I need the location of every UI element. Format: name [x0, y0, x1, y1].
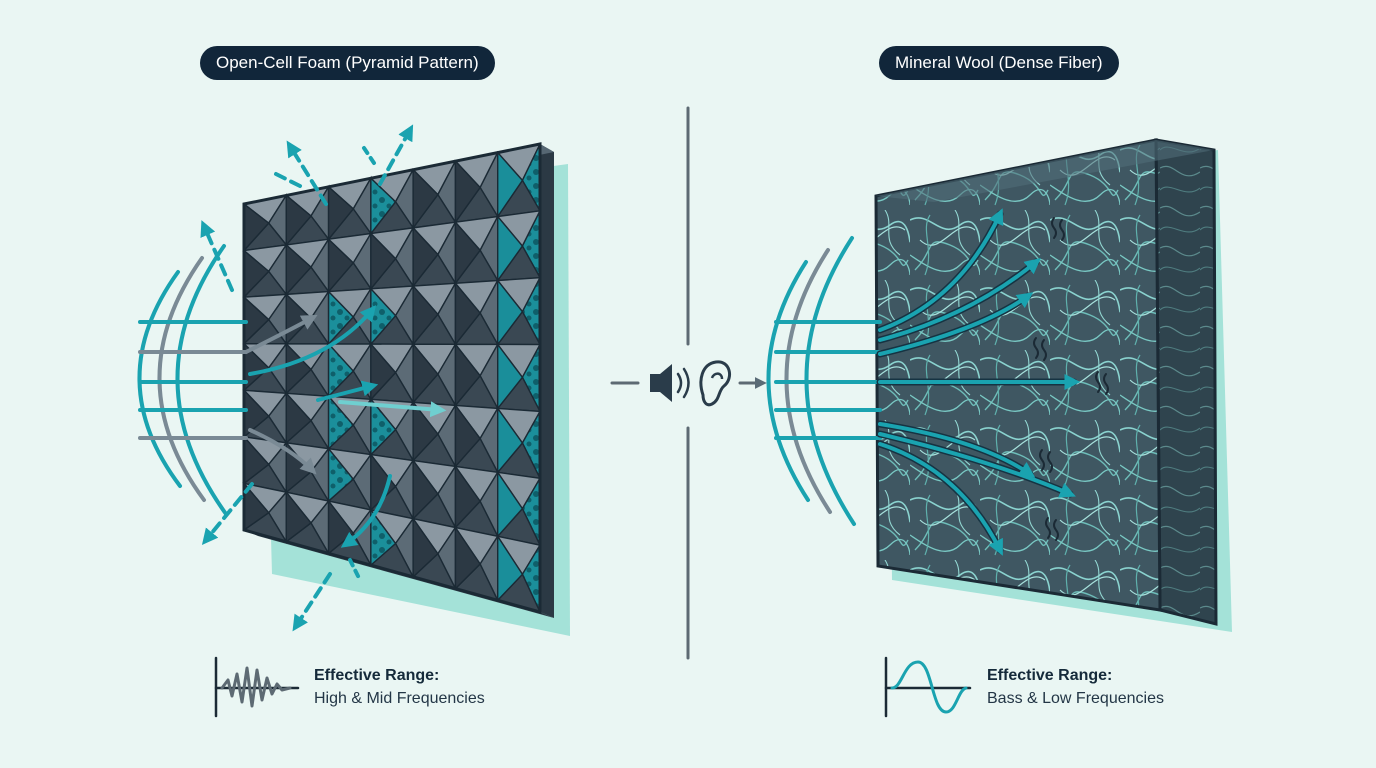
foam-pyramid-facet	[370, 397, 397, 457]
wool-sound-waves	[766, 236, 882, 526]
foam-pyramid-facet	[327, 394, 355, 451]
foam-pyramid-facet	[454, 281, 482, 347]
foam-range-label: Effective Range:	[314, 667, 440, 684]
foam-pyramid-facet	[327, 446, 355, 503]
foam-pyramid-facet	[327, 237, 355, 294]
foam-scatter-arrows	[200, 124, 447, 632]
foam-pyramid-facet	[327, 289, 355, 346]
foam-pyramid-facet	[497, 150, 524, 219]
foam-pyramid-facet	[497, 533, 524, 603]
foam-pyramid-facet	[497, 406, 524, 475]
foam-sound-waves	[137, 244, 248, 516]
high-frequency-waveform-icon	[214, 656, 300, 718]
wool-panel	[874, 138, 1232, 632]
center-divider	[610, 106, 767, 660]
low-frequency-waveform-icon	[884, 656, 972, 718]
foam-pyramid-facet	[412, 226, 439, 289]
foam-pyramid-facet	[412, 516, 439, 579]
foam-pyramid-cells	[242, 143, 542, 614]
wool-absorption-arrows	[876, 208, 1109, 556]
foam-pyramid-facet	[497, 470, 524, 539]
foam-pyramid-facet	[497, 278, 524, 347]
foam-pyramid-facet	[454, 403, 482, 469]
foam-pyramid-facet	[327, 185, 355, 242]
foam-pyramid-facet	[454, 159, 482, 225]
foam-pyramid-facet	[497, 342, 524, 411]
foam-pyramid-facet	[285, 292, 312, 346]
foam-pyramid-facet	[285, 490, 312, 544]
foam-pyramid-facet	[370, 176, 397, 236]
wool-title-pill: Mineral Wool (Dense Fiber)	[879, 46, 1119, 80]
foam-title-pill: Open-Cell Foam (Pyramid Pattern)	[200, 46, 495, 80]
foam-pyramid-facet	[412, 284, 439, 347]
foam-pyramid-facet	[454, 464, 482, 530]
foam-pyramid-facet	[370, 231, 397, 291]
foam-pyramid-facet	[412, 400, 439, 463]
foam-pyramid-facet	[412, 168, 439, 230]
wool-range-caption: Effective Range: Bass & Low Frequencies	[987, 667, 1164, 708]
foam-pyramid-facet	[285, 193, 312, 247]
foam-pyramid-facet	[285, 342, 312, 395]
foam-pyramid-facet	[285, 243, 312, 297]
foam-pyramid-facet	[497, 214, 524, 283]
ear-icon	[699, 360, 732, 407]
foam-pyramid-facet	[370, 507, 397, 567]
wool-range-value: Bass & Low Frequencies	[987, 690, 1164, 707]
foam-pyramid-facet	[454, 220, 482, 286]
foam-range-value: High & Mid Frequencies	[314, 690, 485, 707]
foam-panel	[242, 142, 570, 636]
speaker-icon	[650, 364, 690, 402]
foam-range-caption: Effective Range: High & Mid Frequencies	[314, 667, 485, 708]
wool-range-label: Effective Range:	[987, 667, 1113, 684]
foam-pyramid-facet	[327, 342, 355, 399]
foam-pyramid-facet	[412, 458, 439, 521]
foam-pyramid-facet	[285, 391, 312, 445]
foam-pyramid-facet	[454, 525, 482, 591]
foam-pyramid-facet	[454, 342, 482, 408]
foam-pyramid-facet	[412, 342, 439, 405]
